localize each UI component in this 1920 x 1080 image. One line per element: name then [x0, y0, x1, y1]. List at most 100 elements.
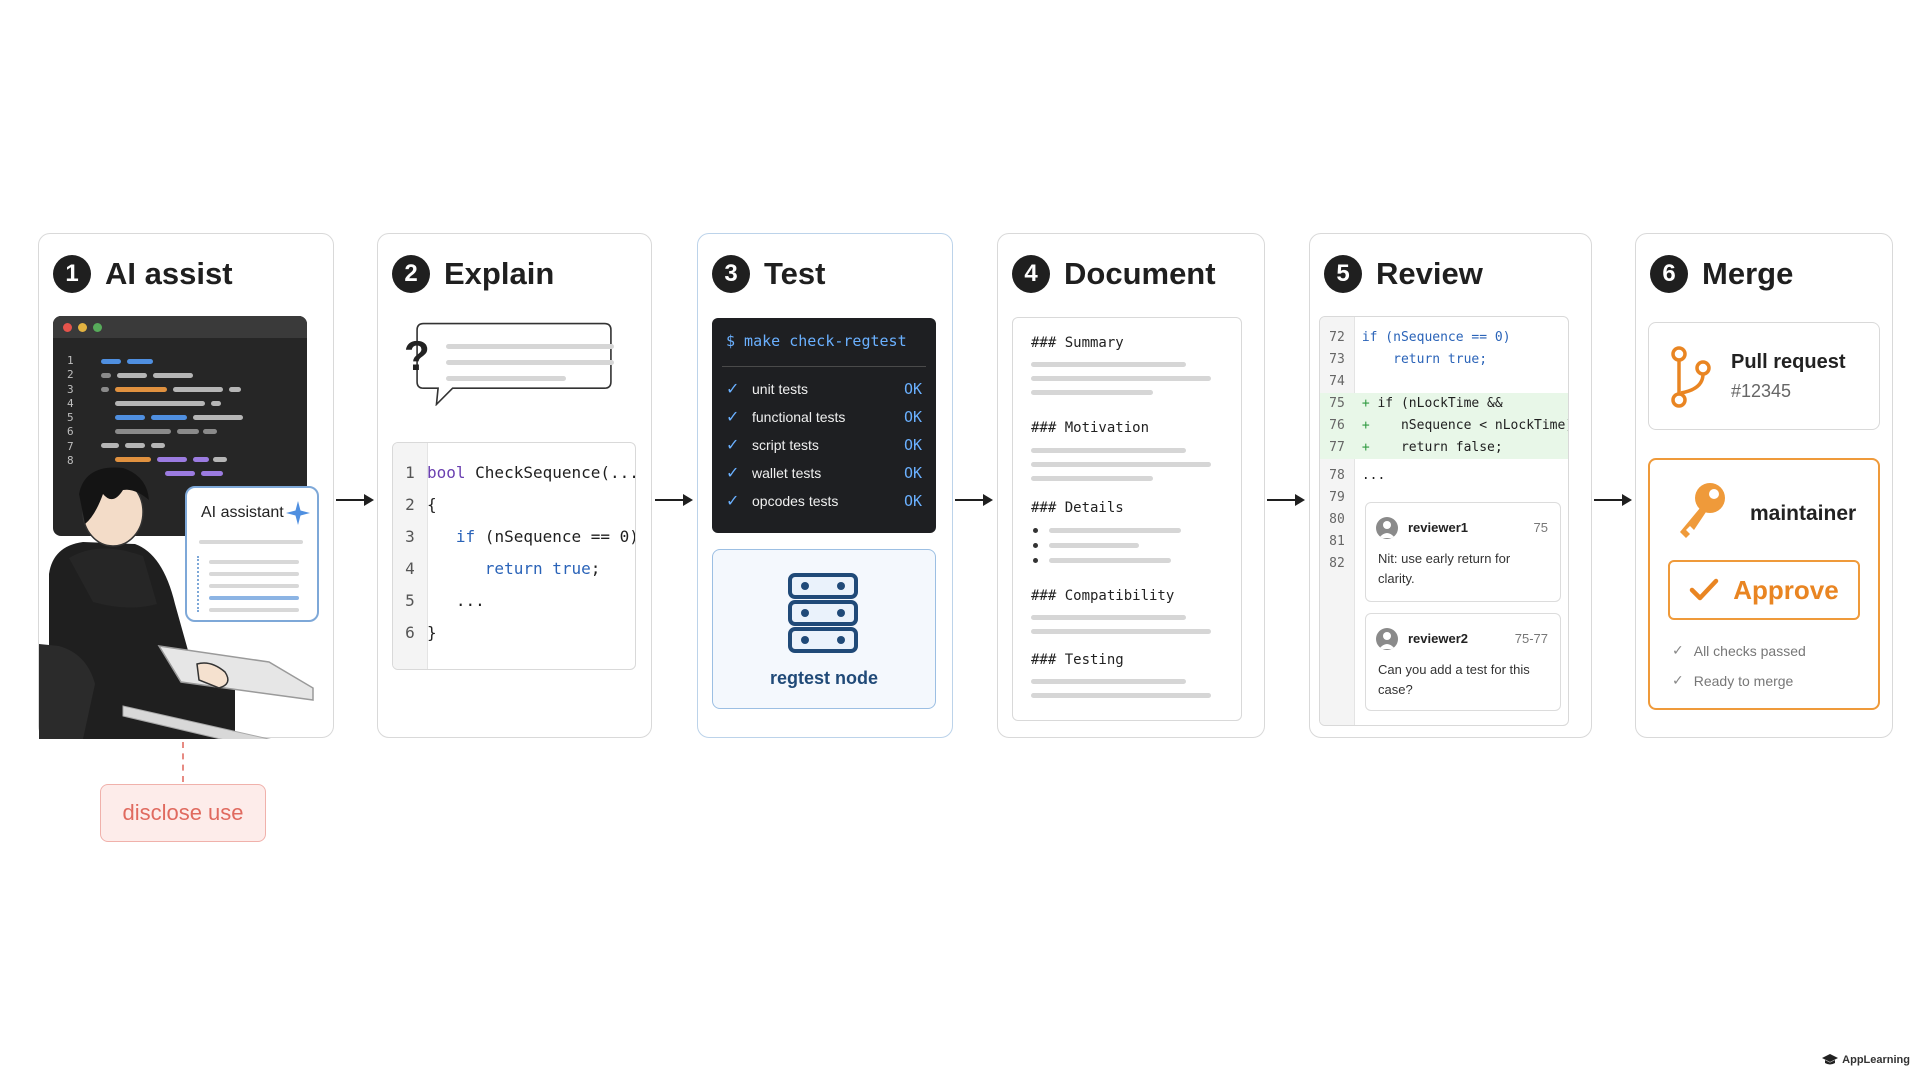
ai-assistant-panel[interactable]: AI assistant [185, 486, 319, 622]
test-name: opcodes tests [752, 493, 839, 509]
test-status: OK [903, 464, 922, 482]
line-number: 1 [67, 354, 74, 367]
code-line: 5 ... [393, 591, 485, 610]
text-placeholder-line [1031, 448, 1186, 453]
markdown-document: ### Summary ### Motivation ### Details #… [1012, 317, 1242, 721]
line-number: 73 [1329, 352, 1345, 367]
diff-line-added: 77 + return false; [1320, 437, 1568, 459]
text-placeholder-line [1031, 362, 1186, 367]
comment-author: reviewer1 [1408, 520, 1468, 535]
window-minimize-icon [78, 322, 87, 332]
text-placeholder-line [199, 540, 303, 544]
graduation-cap-icon [1822, 1054, 1839, 1065]
code-diff-view: 72 if (nSequence == 0) 73 return true; 7… [1319, 316, 1569, 726]
review-comment[interactable]: reviewer1 75 Nit: use early return for c… [1365, 502, 1561, 602]
code-text: (nSequence == 0) [475, 527, 636, 546]
window-titlebar [53, 316, 307, 338]
line-number: 8 [67, 454, 74, 468]
step-title: 2 Explain [392, 254, 554, 294]
text-placeholder-line [1049, 558, 1171, 563]
text-placeholder-line [446, 344, 614, 349]
line-number: 80 [1329, 512, 1345, 527]
bullet-point [1033, 543, 1038, 548]
doc-heading-details: ### Details [1031, 500, 1124, 516]
keyword: bool [427, 463, 466, 482]
approve-button[interactable]: Approve [1668, 560, 1860, 620]
line-number: 74 [1329, 374, 1345, 389]
question-mark: ? [404, 332, 430, 379]
code-text: } [427, 623, 437, 642]
check-icon: ✓ [726, 409, 740, 426]
line-number: 1 [405, 463, 415, 482]
pull-request-title: Pull request [1731, 351, 1846, 373]
bullet-point [1033, 558, 1038, 563]
test-name: unit tests [752, 381, 809, 397]
step-title: 3 Test [712, 254, 825, 294]
code-text: ... [427, 591, 485, 610]
check-icon: ✓ [1672, 642, 1684, 658]
code-line [165, 471, 195, 476]
line-number: 6 [67, 425, 74, 439]
comment-line-ref: 75-77 [1514, 631, 1548, 646]
test-status: OK [903, 436, 922, 454]
review-comment[interactable]: reviewer2 75-77 Can you add a test for t… [1365, 613, 1561, 711]
comment-line-ref: 75 [1533, 520, 1548, 535]
line-number: 72 [1329, 330, 1345, 345]
code-line [157, 457, 187, 462]
line-number: 4 [67, 396, 74, 410]
window-close-icon [63, 322, 72, 332]
window-maximize-icon [93, 322, 102, 332]
comment-text: Can you add a test for this case? [1378, 662, 1530, 697]
diff-line: 82 [1320, 553, 1568, 575]
diff-line: 79 [1320, 487, 1568, 509]
step-title: 6 Merge [1650, 254, 1793, 294]
regtest-node-label: regtest node [769, 668, 879, 688]
text-placeholder-line [1031, 462, 1211, 467]
doc-heading-testing: ### Testing [1031, 652, 1124, 668]
checkmark-icon [1690, 578, 1719, 601]
maintainer-card: maintainer Approve ✓All checks passed ✓R… [1648, 458, 1880, 710]
comment-text: Nit: use early return for clarity. [1378, 551, 1511, 586]
check-icon: ✓ [726, 381, 740, 398]
diff-code: return false; [1377, 440, 1503, 455]
code-line: 3 if (nSequence == 0) [393, 527, 636, 546]
line-number: 3 [405, 527, 415, 546]
highlighted-line [209, 596, 299, 600]
code-line [115, 457, 151, 462]
code-line [101, 373, 111, 378]
approve-button-label: Approve [1733, 574, 1839, 605]
code-line [101, 359, 121, 364]
step-title-text: AI assist [105, 256, 233, 291]
text-placeholder-line [1031, 615, 1186, 620]
test-name: wallet tests [752, 465, 822, 481]
server-icon [788, 573, 858, 653]
pull-request-card[interactable]: Pull request #12345 [1648, 322, 1880, 430]
text-placeholder-line [1031, 390, 1153, 395]
code-line [173, 387, 223, 392]
code-line: 2{ [393, 495, 436, 514]
panel-review: 5 Review 72 if (nSequence == 0) 73 retur… [1309, 233, 1592, 738]
check-icon: ✓ [726, 437, 740, 454]
doc-heading-motivation: ### Motivation [1031, 420, 1150, 436]
avatar [1376, 517, 1398, 539]
line-number: 76 [1329, 418, 1345, 433]
code-gutter [393, 443, 428, 669]
text-placeholder-line [1031, 476, 1153, 481]
code-line [193, 415, 243, 420]
line-number: 5 [405, 591, 415, 610]
code-line [115, 387, 167, 392]
key-icon [1680, 483, 1725, 538]
code-line [213, 457, 227, 462]
test-status: OK [903, 408, 922, 426]
maintainer-label: maintainer [1750, 502, 1857, 525]
line-number: 4 [405, 559, 415, 578]
line-number: 78 [1329, 468, 1345, 483]
code-line [153, 373, 193, 378]
status-check-text: Ready to merge [1693, 672, 1794, 689]
sparkle-icon [286, 501, 310, 525]
text-placeholder-line [1031, 693, 1211, 698]
